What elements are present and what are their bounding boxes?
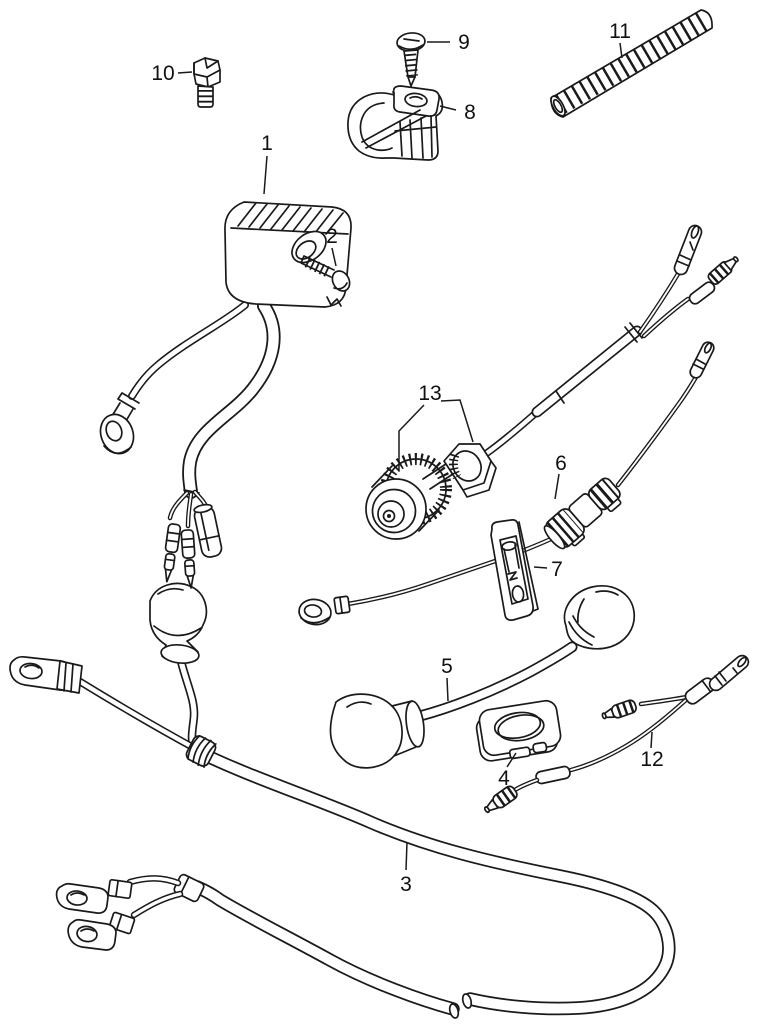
callout-7-label: 7 [551,558,563,581]
harness-band [173,873,205,903]
wire-sleeve [535,765,571,785]
leader-line-11 [619,42,623,59]
bullet-terminal [601,699,637,720]
part-rectifier [99,201,352,589]
crimp-band [108,911,136,935]
callout-10-label: 10 [151,62,174,85]
part-hex-bolt [193,57,221,108]
leader-line-8 [439,105,457,111]
cable-cut-end [448,1003,460,1019]
leader-line-5 [446,677,449,702]
part-corrugated-tube [550,9,713,118]
ring-lug [67,918,117,951]
leader-line-6 [554,473,560,500]
callout-3-label: 3 [400,873,412,896]
tape-wrap [185,734,217,768]
callout-1-label: 1 [261,132,273,155]
part-screw-2 [300,255,351,292]
callout-11-label: 11 [609,20,631,43]
part-cable-clip [475,699,562,762]
part-clamp-bracket [347,85,444,161]
bullet-terminal [483,785,518,814]
bullet-terminal [163,523,182,583]
part-lead-wire [483,654,750,814]
hex-nut [443,443,497,498]
part-inline-connector [298,341,715,626]
wire-sleeve [688,281,716,305]
crimp-band [333,595,351,615]
leader-line-13 [398,399,474,470]
bullet-terminal [707,256,739,285]
callout-8-label: 8 [464,101,476,124]
leader-line-12 [650,731,653,749]
callouts: 1 2 3 4 5 6 7 8 9 10 11 12 13 [151,20,663,896]
callout-12-label: 12 [640,748,663,771]
leader-line-1 [263,155,268,195]
leader-line-10 [177,71,193,74]
callout-13-label: 13 [418,382,441,405]
bullet-terminal [180,529,196,589]
sleeve-terminal [689,341,715,379]
callout-2-label: 2 [326,225,338,248]
leader-line-3 [405,841,408,871]
battery-terminal-boot [149,582,208,665]
ring-terminal [298,598,332,626]
leader-line-4 [506,752,517,768]
cable-cut-end [461,993,473,1009]
rectifier-body [224,201,352,308]
callout-4-label: 4 [498,767,510,790]
part-tapping-screw [396,32,426,87]
ring-lug [9,655,83,694]
rubber-boot [563,585,636,650]
leader-line-7 [533,566,548,569]
sleeve-terminal [193,503,223,558]
part-clamp-plate [490,519,539,621]
rubber-boot [329,693,425,769]
callout-5-label: 5 [441,655,453,678]
callout-6-label: 6 [555,452,567,475]
ring-lug [55,882,109,914]
part-battery-cable [9,582,669,1019]
part-plug-cap-cable [329,585,636,769]
leader-line-2 [331,247,337,267]
part-knob-assembly [365,224,739,540]
connector-body [543,477,622,550]
crimp-band [107,878,133,900]
ring-terminal [99,392,140,455]
sleeve-terminal [708,654,750,692]
callout-9-label: 9 [458,31,470,54]
sleeve-terminal [673,224,703,276]
